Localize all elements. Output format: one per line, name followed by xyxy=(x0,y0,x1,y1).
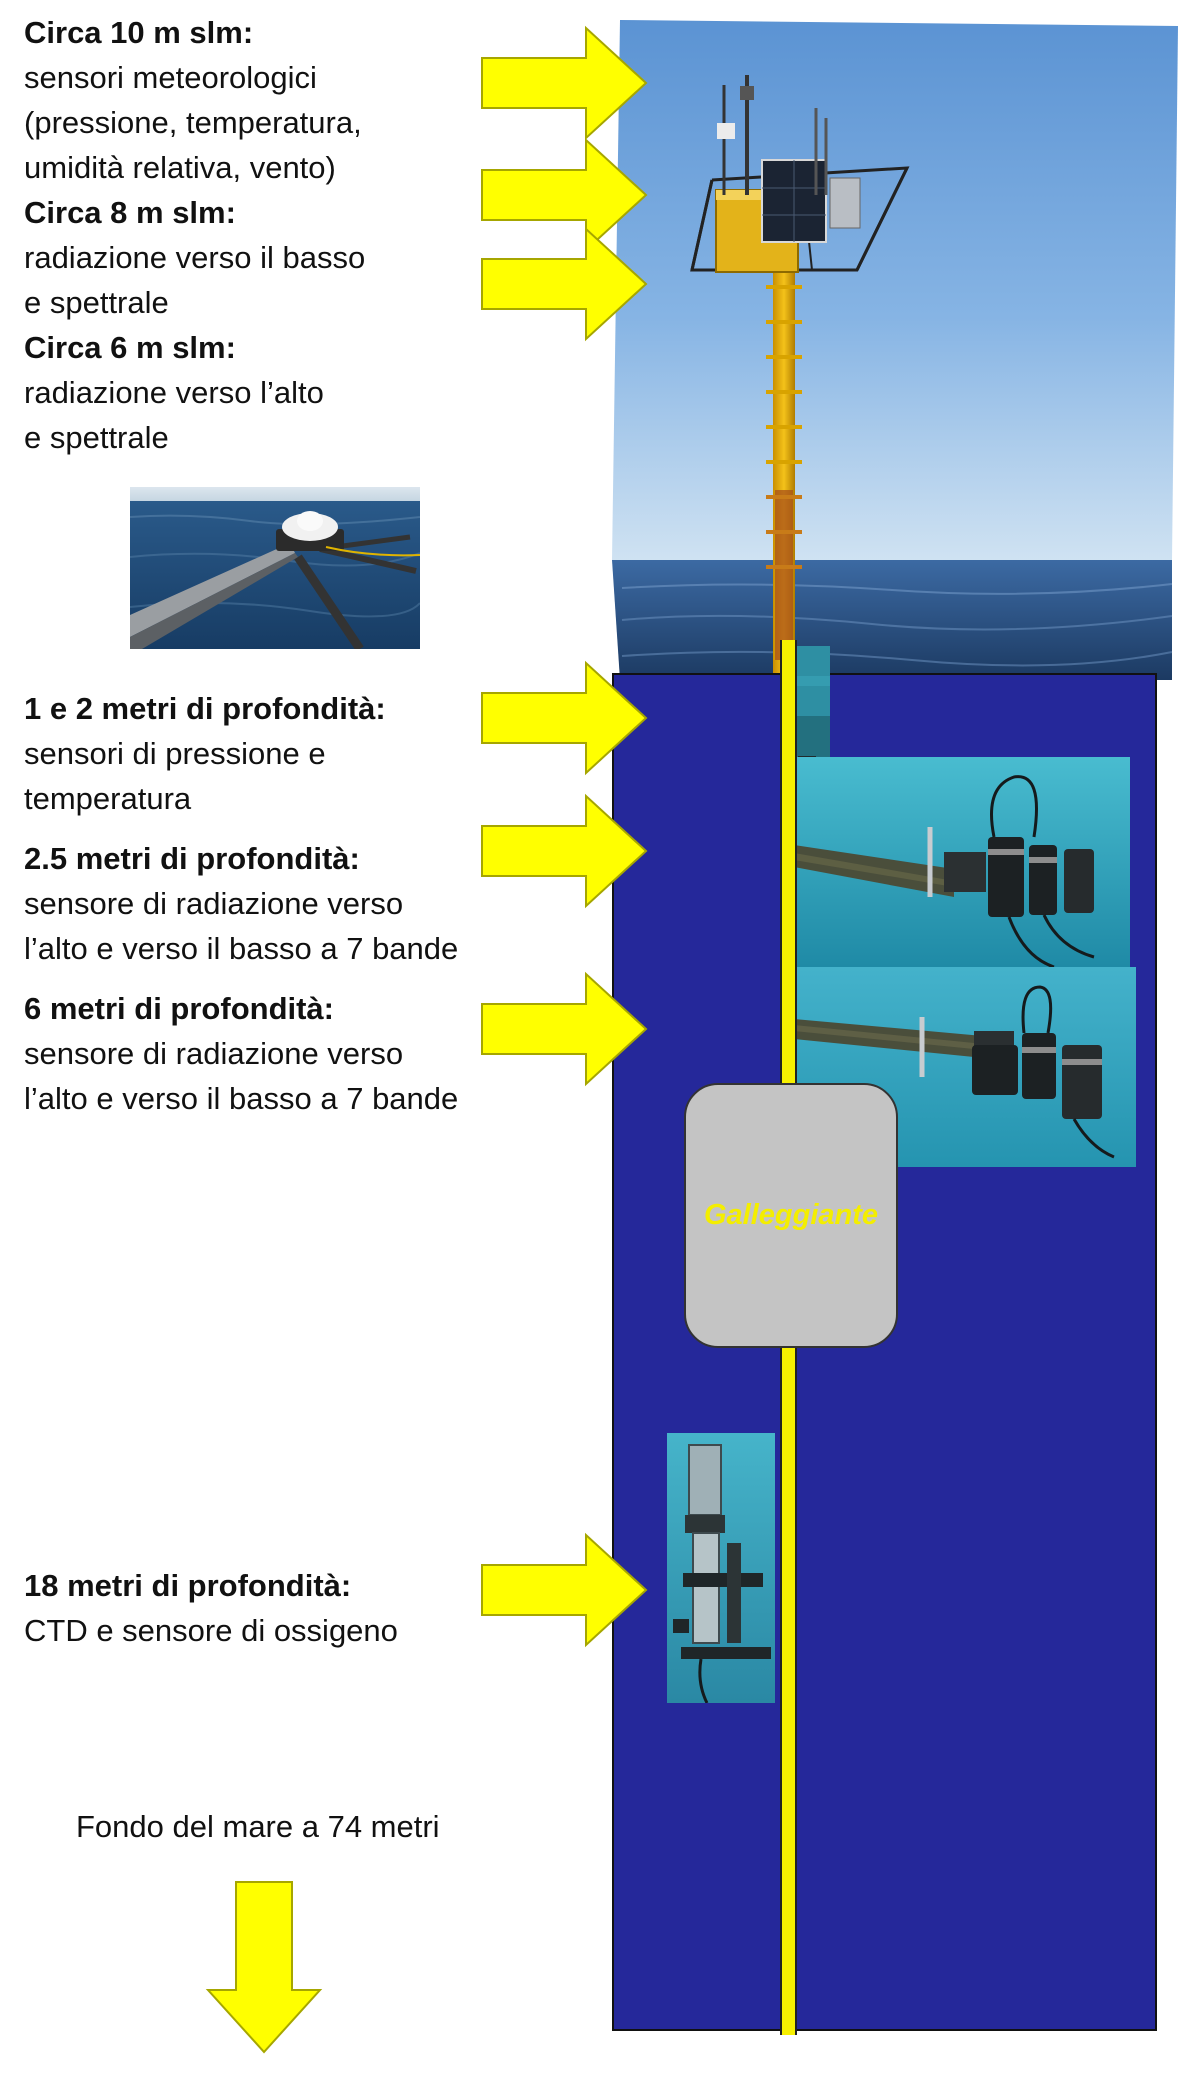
arrow-right-icon xyxy=(481,1532,648,1648)
float-label: Galleggiante xyxy=(703,1199,879,1231)
label-6m-depth-body: sensore di radiazione verso l’alto e ver… xyxy=(24,1036,459,1116)
label-6m-body: radiazione verso l’alto e spettrale xyxy=(24,375,324,455)
arrow-right-icon xyxy=(481,971,648,1087)
label-18m-body: CTD e sensore di ossigeno xyxy=(24,1613,398,1648)
float-buoy-box: Galleggiante xyxy=(684,1083,898,1348)
radiometer-photo xyxy=(130,487,420,649)
label-1-2m-head: 1 e 2 metri di profondità: xyxy=(24,691,386,726)
label-1-2m-body: sensori di pressione e temperatura xyxy=(24,736,326,816)
label-18m: 18 metri di profondità: CTD e sensore di… xyxy=(24,1563,398,1653)
label-2-5m-head: 2.5 metri di profondità: xyxy=(24,841,360,876)
label-6m-depth-head: 6 metri di profondità: xyxy=(24,991,334,1026)
label-6m-depth: 6 metri di profondità: sensore di radiaz… xyxy=(24,986,458,1121)
label-8m-body: radiazione verso il basso e spettrale xyxy=(24,240,366,320)
arrow-right-icon xyxy=(481,137,648,253)
arrow-right-icon xyxy=(481,793,648,909)
underwater-sensor-photo-2-5m xyxy=(794,757,1130,967)
arrow-right-icon xyxy=(481,660,648,776)
label-18m-head: 18 metri di profondità: xyxy=(24,1568,352,1603)
arrow-right-icon xyxy=(481,226,648,342)
arrow-down-icon xyxy=(205,1881,323,2054)
label-1-2m: 1 e 2 metri di profondità: sensori di pr… xyxy=(24,686,386,821)
underwater-sensor-photo-6m xyxy=(794,967,1136,1167)
label-10m: Circa 10 m slm: sensori meteorologici (p… xyxy=(24,10,362,190)
underwater-sensor-photo-18m xyxy=(667,1433,775,1703)
label-6m: Circa 6 m slm: radiazione verso l’alto e… xyxy=(24,325,324,460)
label-8m: Circa 8 m slm: radiazione verso il basso… xyxy=(24,190,365,325)
label-2-5m: 2.5 metri di profondità: sensore di radi… xyxy=(24,836,458,971)
label-2-5m-body: sensore di radiazione verso l’alto e ver… xyxy=(24,886,459,966)
label-8m-head: Circa 8 m slm: xyxy=(24,195,236,230)
label-10m-body: sensori meteorologici (pressione, temper… xyxy=(24,60,362,185)
buoy-surface-photo xyxy=(612,20,1178,680)
arrow-right-icon xyxy=(481,25,648,141)
label-10m-head: Circa 10 m slm: xyxy=(24,15,254,50)
seabed-depth-text: Fondo del mare a 74 metri xyxy=(76,1809,440,1844)
label-6m-head: Circa 6 m slm: xyxy=(24,330,236,365)
